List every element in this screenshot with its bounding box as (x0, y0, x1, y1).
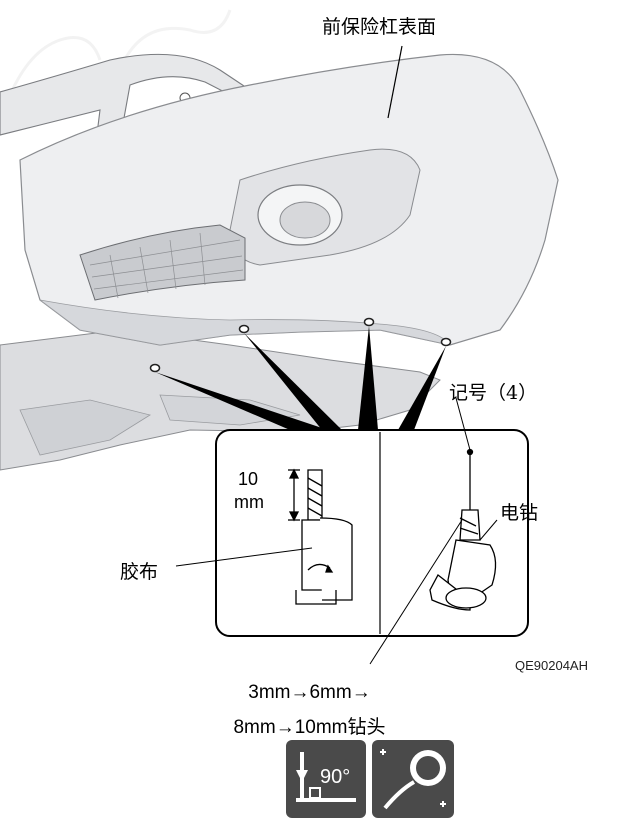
mounting-bracket (0, 53, 251, 151)
hole-markers (149, 317, 452, 373)
perpendicular-90-degree-icon (286, 740, 366, 818)
drill-icon (372, 740, 454, 818)
lower-grille (79, 224, 246, 301)
watermark (8, 9, 232, 96)
bit-sizes-line-1: 3mm→6mm→ (248, 682, 371, 703)
taped-drill-bit (288, 468, 353, 605)
tape-label: 胶布 (120, 561, 159, 583)
figure-code: QE90204AH (515, 658, 588, 673)
dimension-value: 10 (238, 469, 259, 489)
power-drill (429, 448, 497, 611)
callout-leaders (155, 326, 446, 430)
angle-label: 90° (320, 766, 351, 788)
drill-label: 电钻 (500, 502, 539, 524)
mark-label: 记号（4） (449, 382, 538, 404)
dimension-unit: mm (234, 492, 264, 512)
bit-sizes-line-2: 8mm→10mm钻头 (233, 717, 386, 738)
bumper-surface-label: 前保险杠表面 (322, 16, 437, 38)
